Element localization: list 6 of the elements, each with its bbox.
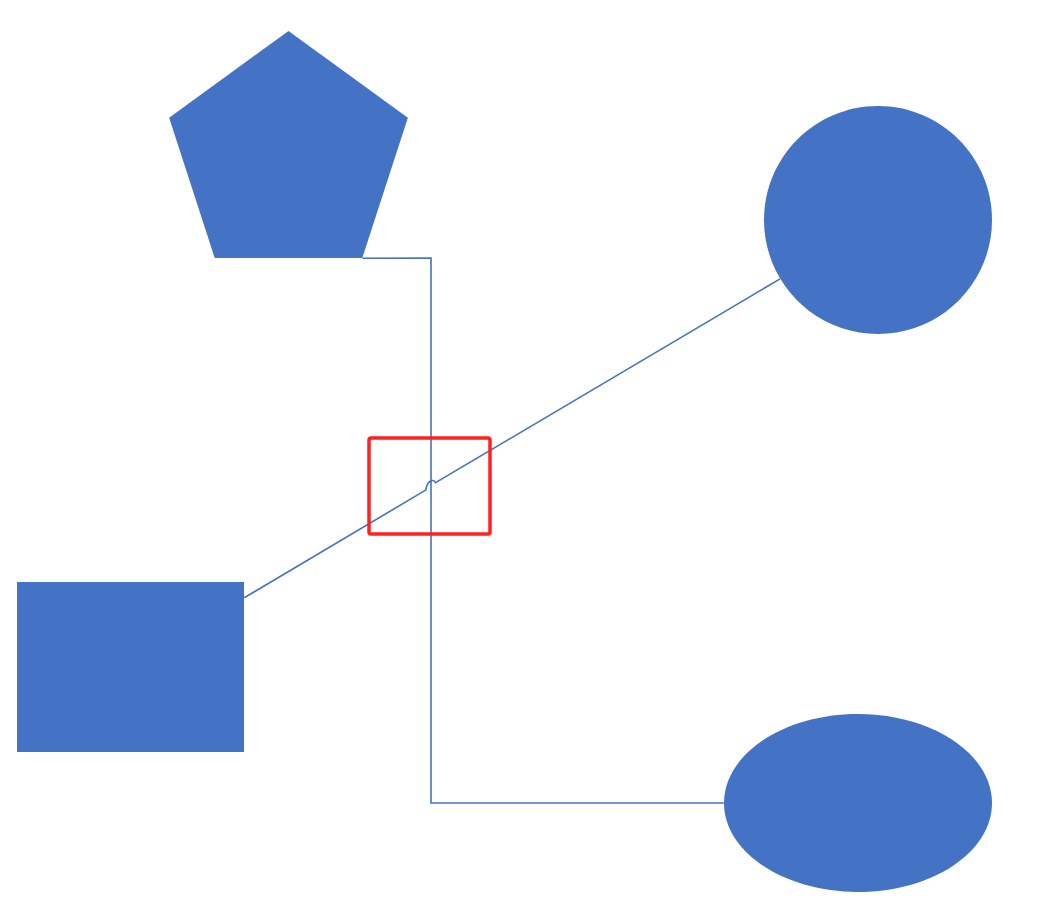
rectangle-shape bbox=[17, 582, 244, 752]
ellipse-shape bbox=[724, 714, 992, 892]
connector-line bbox=[243, 278, 781, 599]
circle-shape bbox=[764, 106, 992, 334]
connector-line bbox=[361, 257, 725, 804]
pentagon-shape bbox=[169, 31, 408, 259]
